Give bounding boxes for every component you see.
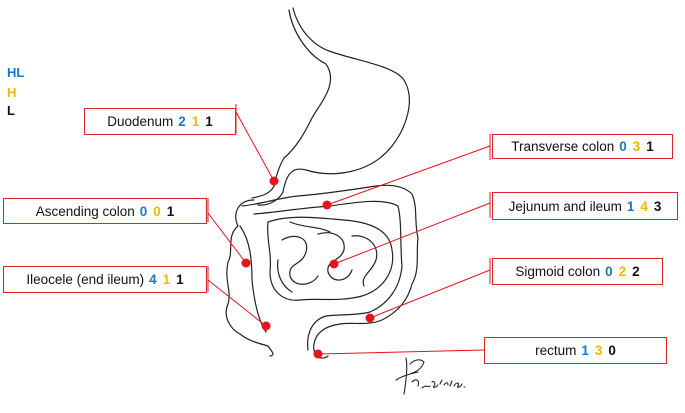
duodenum-outline — [251, 185, 284, 206]
leader-transverse — [326, 145, 491, 206]
handwritten-signature — [395, 357, 466, 395]
value-hl: 2 — [178, 114, 186, 129]
leader-duodenum — [235, 111, 275, 182]
label-name: Transverse colon — [511, 139, 615, 154]
value-hl: 1 — [626, 198, 635, 214]
value-hl: 0 — [605, 264, 613, 279]
label-duodenum: Duodenum 2 1 1 — [84, 108, 236, 135]
marker-duodenum — [269, 176, 279, 186]
value-hl: 4 — [149, 272, 157, 287]
value-h: 3 — [594, 343, 603, 358]
marker-jejunum — [329, 259, 339, 269]
leader-ileocele — [207, 279, 267, 327]
value-l: 1 — [646, 139, 654, 154]
small-intestine-outline — [266, 216, 394, 301]
value-h: 1 — [162, 272, 171, 287]
label-name: Ileocele (end ileum) — [26, 272, 145, 287]
label-jejunum-ileum: Jejunum and ileum 1 4 3 — [492, 192, 678, 220]
label-ascending-colon: Ascending colon 0 0 1 — [3, 198, 207, 224]
stomach-outline — [273, 7, 410, 193]
value-l: 1 — [176, 272, 184, 287]
value-hl: 0 — [139, 203, 148, 219]
leader-rectum — [317, 349, 485, 355]
legend-l: L — [7, 103, 15, 118]
label-name: Ascending colon — [35, 203, 135, 219]
label-rectum: rectum 1 3 0 — [484, 337, 667, 364]
value-h: 1 — [191, 114, 200, 129]
label-ileocele: Ileocele (end ileum) 4 1 1 — [3, 266, 207, 293]
label-name: Sigmoid colon — [515, 264, 601, 279]
value-h: 2 — [618, 264, 627, 279]
value-hl: 0 — [619, 139, 627, 154]
value-h: 3 — [632, 139, 641, 154]
marker-ileocele — [261, 321, 271, 331]
value-l: 1 — [166, 203, 175, 219]
value-l: 3 — [653, 198, 662, 214]
label-sigmoid-colon: Sigmoid colon 0 2 2 — [492, 258, 663, 285]
leader-jejunum — [333, 202, 491, 265]
legend-hl: HL — [7, 65, 25, 80]
value-hl: 1 — [581, 343, 589, 358]
value-l: 2 — [632, 264, 640, 279]
colon-outline — [225, 184, 419, 359]
label-name: rectum — [535, 343, 577, 358]
label-name: Duodenum — [107, 114, 174, 129]
marker-transverse — [322, 200, 332, 210]
leader-ascending — [207, 212, 247, 264]
marker-ascending — [241, 258, 251, 268]
value-l: 0 — [608, 343, 616, 358]
value-l: 1 — [205, 114, 213, 129]
marker-rectum — [313, 349, 323, 359]
label-transverse-colon: Transverse colon 0 3 1 — [492, 134, 673, 159]
leader-sigmoid — [369, 269, 491, 319]
value-h: 0 — [153, 203, 161, 219]
marker-sigmoid — [365, 313, 375, 323]
legend-h: H — [7, 85, 17, 100]
label-name: Jejunum and ileum — [508, 198, 622, 214]
value-h: 4 — [640, 198, 648, 214]
